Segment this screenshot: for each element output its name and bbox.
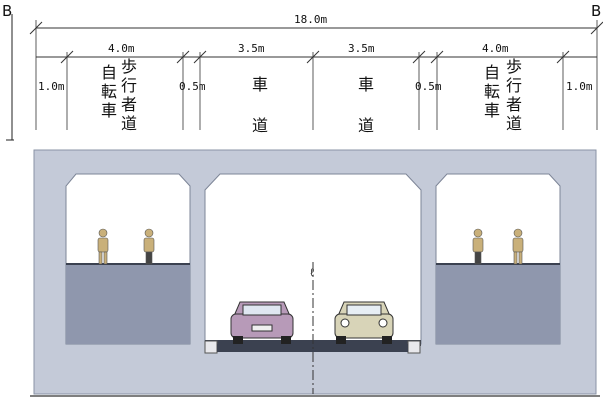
rs-char-1: 自 [484,63,500,82]
section-label-left: B [2,2,12,20]
dim-group-3: 3.5m [348,42,375,55]
pedestrian-left-1 [97,228,109,265]
dim-part-right: 1.0m [566,80,593,93]
rr-char-2: 道 [358,116,374,135]
rs-char-4: 歩 [506,57,522,76]
dim-part-mid-left: 0.5m [179,80,206,93]
left-sidewalk-deck [66,264,190,344]
rs-char-7: 道 [506,114,522,133]
dim-part-mid-right: 0.5m [415,80,442,93]
rl-char-2: 道 [252,116,268,135]
dim-group-4: 4.0m [482,42,509,55]
ls-char-4: 歩 [121,57,137,76]
dim-group-2: 3.5m [238,42,265,55]
car-right [334,301,394,344]
rs-char-3: 車 [484,101,500,120]
rl-char-1: 車 [252,75,268,94]
total-dimension-label: 18.0m [294,13,327,26]
cyclist-left [143,228,155,265]
cyclist-right [472,228,484,265]
curb-left [204,340,218,354]
ls-char-2: 転 [101,82,117,101]
group-dimensions: 4.0m 3.5m 3.5m 4.0m [36,42,597,130]
ls-char-1: 自 [101,63,117,82]
ls-char-3: 車 [101,101,117,120]
ls-char-5: 行 [121,76,137,95]
right-sidewalk-deck [436,264,560,344]
dim-part-left: 1.0m [38,80,65,93]
centerline-symbol: ℓ [309,266,316,279]
ls-char-6: 者 [121,95,137,114]
curb-right [407,340,421,354]
rs-char-5: 行 [506,76,522,95]
rs-char-6: 者 [506,95,522,114]
dim-group-1: 4.0m [108,42,135,55]
pedestrian-right [512,228,524,265]
ls-char-7: 道 [121,114,137,133]
section-label-right: B [591,2,601,20]
car-left [230,301,294,344]
total-dimension: 18.0m [29,13,603,130]
rs-char-2: 転 [484,82,500,101]
rr-char-1: 車 [358,75,374,94]
